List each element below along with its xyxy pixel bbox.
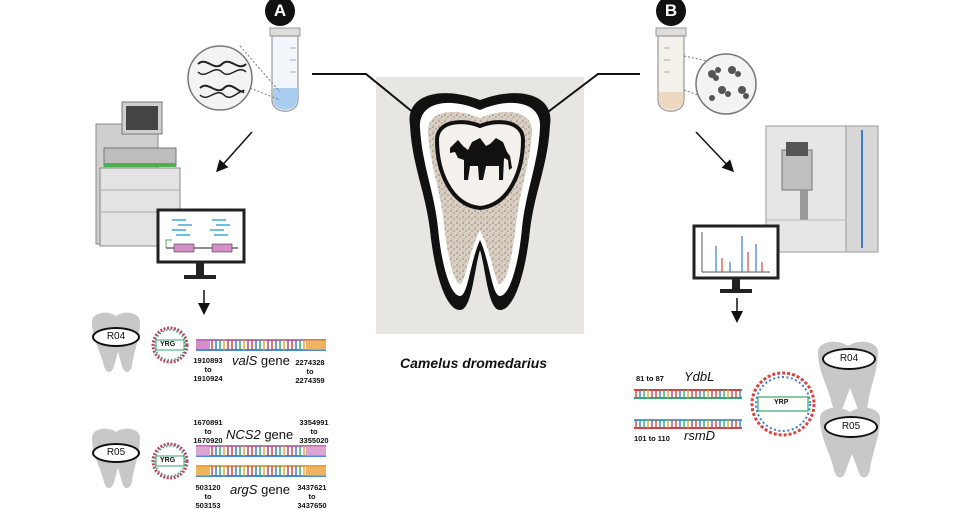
dna-strand-ydbl — [634, 389, 742, 399]
dna-strand-ncs2 — [196, 445, 326, 457]
rsmd-range: 101 to 110 — [634, 434, 670, 443]
test-tube-b — [655, 27, 687, 112]
panel-badge-a: A — [265, 0, 295, 26]
plasmid-label-yrg-1: YRG — [160, 341, 176, 348]
plasmid-yrg-1 — [151, 326, 189, 364]
sequencing-reads-monitor — [156, 208, 246, 279]
sample-label-r04-right: R04 — [822, 348, 876, 370]
ydbl-gene-label: YdbL — [684, 369, 715, 384]
ncs2-gene-label: NCS2 gene — [226, 427, 294, 442]
test-tube-a — [269, 27, 301, 112]
plasmid-label-yrp: YRP — [774, 399, 789, 406]
sample-label-r05-left: R05 — [92, 443, 140, 463]
dna-strand-rsmd — [634, 419, 742, 429]
dna-strand-args — [196, 465, 326, 477]
sample-label-r05-right: R05 — [824, 416, 878, 438]
dna-magnifier-icon — [187, 45, 281, 111]
ydbl-range: 81 to 87 — [636, 374, 664, 383]
plasmid-yrp — [750, 371, 816, 437]
sequencer-instrument-icon — [95, 101, 181, 247]
species-caption: Camelus dromedarius — [400, 355, 548, 371]
central-tooth-image — [376, 77, 584, 334]
protein-magnifier-icon — [683, 53, 757, 115]
plasmid-label-yrg-2: YRG — [160, 457, 176, 464]
rsmd-gene-label: rsmD — [684, 428, 716, 443]
vals-gene-label: valS gene — [232, 353, 290, 368]
sample-label-r04-left: R04 — [92, 327, 140, 347]
connector-line-right — [539, 73, 640, 119]
connector-line-left — [312, 73, 421, 119]
plasmid-yrg-2 — [151, 442, 189, 480]
args-gene-label: argS gene — [230, 482, 291, 497]
spectrum-monitor — [692, 224, 780, 293]
camel-icon — [450, 138, 512, 180]
panel-badge-b: B — [656, 0, 686, 26]
dna-strand-vals — [196, 339, 326, 351]
mass-spectrometer-icon — [765, 125, 879, 253]
